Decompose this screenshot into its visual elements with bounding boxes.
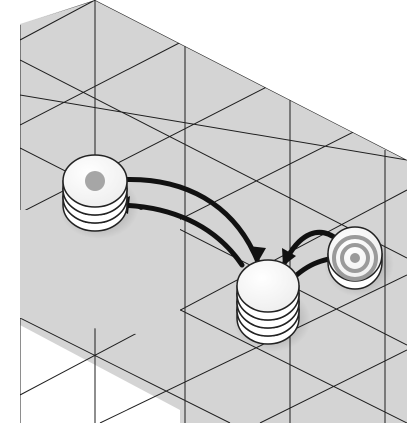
center-token-stack[interactable] xyxy=(233,259,311,352)
grid-line xyxy=(20,0,96,41)
grid-line xyxy=(99,274,407,423)
arrowhead-icon xyxy=(248,246,266,262)
grid-line xyxy=(20,39,186,126)
target-ring-icon xyxy=(332,235,378,281)
pieces-layer xyxy=(59,154,394,352)
grid-line xyxy=(259,349,407,423)
grid-line xyxy=(20,189,407,396)
arrow-target-to-center xyxy=(282,229,341,266)
grey-dot-icon xyxy=(85,171,105,191)
grid-line xyxy=(94,0,407,161)
left-token-stack[interactable] xyxy=(59,154,139,239)
grid-line xyxy=(20,94,407,161)
grid-line xyxy=(20,59,407,259)
token-face xyxy=(236,259,300,313)
target-token[interactable] xyxy=(324,226,394,297)
arrowhead-icon xyxy=(282,248,296,266)
target-ring-icon xyxy=(350,253,360,263)
arrow-left-to-center xyxy=(112,176,266,265)
target-ring-icon xyxy=(340,243,370,273)
grid-line xyxy=(20,317,231,423)
